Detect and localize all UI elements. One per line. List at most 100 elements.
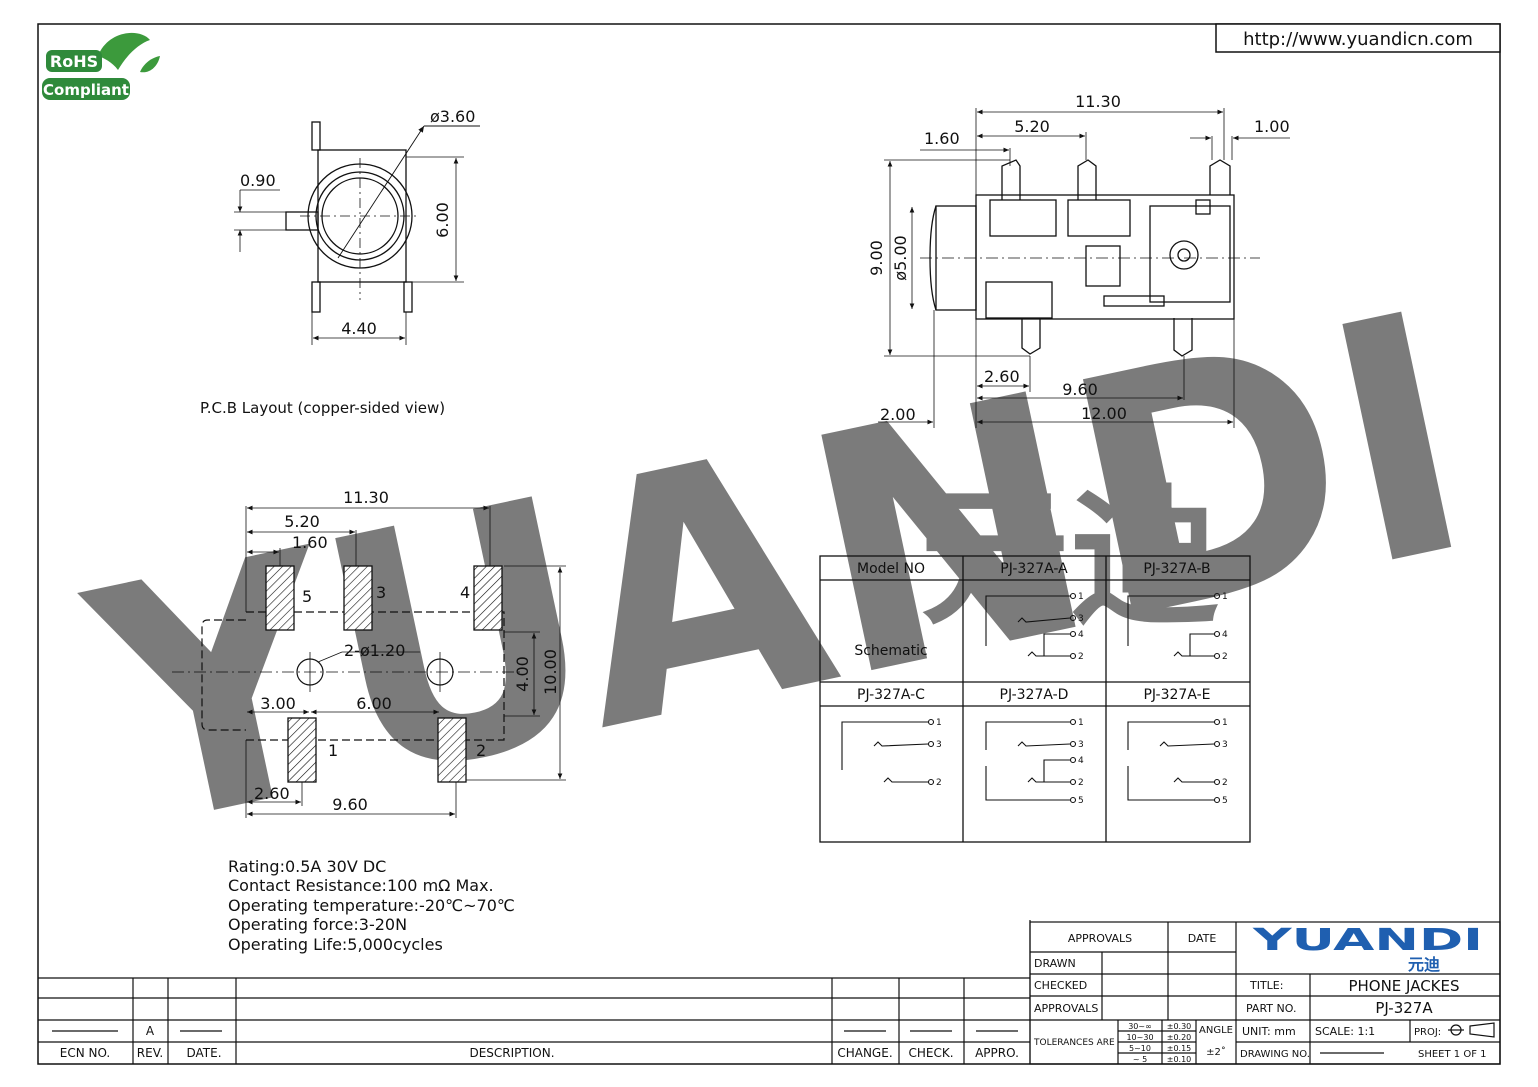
sheet-border (37, 23, 1501, 1065)
pin-label-1: 1 (328, 741, 338, 760)
pcb-dim-9-60: 9.60 (332, 795, 368, 814)
spec-force: Operating force:3-20N (228, 915, 407, 934)
e-pin-1: 1 (1222, 718, 1228, 728)
c-pin-3: 3 (936, 740, 942, 750)
tol-value-3: ±0.15 (1167, 1044, 1192, 1053)
dim-2-60: 2.60 (984, 367, 1020, 386)
dim-12-00: 12.00 (1081, 404, 1127, 423)
spec-temperature: Operating temperature:-20℃~70℃ (228, 896, 515, 915)
rohs-top-text: RoHS (50, 52, 98, 71)
pcb-dim-6-00: 6.00 (356, 694, 392, 713)
e-pin-5: 5 (1222, 796, 1228, 806)
pad-5 (265, 565, 295, 631)
sheet-label: SHEET 1 OF 1 (1418, 1049, 1487, 1060)
title-label: TITLE: (1249, 979, 1283, 992)
url-text: http://www.yuandicn.com (1243, 29, 1473, 50)
tol-range-2: 10~30 (1126, 1033, 1153, 1042)
pcb-dim-10-00: 10.00 (541, 649, 560, 695)
spec-resistance: Contact Resistance:100 mΩ Max. (228, 876, 494, 895)
dim-1-00: 1.00 (1254, 117, 1290, 136)
appro-header: APPRO. (975, 1046, 1019, 1060)
side-view-labels: 11.30 5.20 1.60 1.00 9.00 ø5.00 2.60 9.6… (867, 92, 1290, 424)
pcb-caption: P.C.B Layout (copper-sided view) (200, 399, 445, 417)
dim-5-00: ø5.00 (891, 235, 910, 280)
pad-1 (287, 717, 317, 783)
url-box: http://www.yuandicn.com (1215, 23, 1501, 53)
model-d: PJ-327A-D (1000, 687, 1069, 703)
rev-header: REV. (137, 1046, 163, 1060)
model-c: PJ-327A-C (857, 687, 925, 703)
ecn-header: ECN NO. (60, 1046, 111, 1060)
front-view (234, 121, 480, 345)
tol-value-4: ±0.10 (1167, 1055, 1192, 1064)
tol-range-4: ~ 5 (1133, 1055, 1147, 1064)
proj-label: PROJ: (1414, 1027, 1441, 1038)
dim-9-60: 9.60 (1062, 380, 1098, 399)
rohs-logo: RoHS Compliant (42, 32, 160, 100)
d-pin-4: 4 (1078, 756, 1084, 766)
dim-2-00: 2.00 (880, 405, 916, 424)
title-block (1029, 921, 1501, 1065)
pcb-dim-4-00: 4.00 (513, 656, 532, 692)
a-pin-3: 3 (1078, 614, 1084, 624)
dim-height: 6.00 (433, 202, 452, 238)
spec-life: Operating Life:5,000cycles (228, 935, 443, 954)
c-pin-2: 2 (936, 778, 942, 788)
description-header: DESCRIPTION. (469, 1046, 554, 1060)
pad-3 (343, 565, 373, 631)
d-pin-3: 3 (1078, 740, 1084, 750)
title-block-labels: APPROVALS DATE DRAWN CHECKED APPROVALS T… (1033, 923, 1487, 1064)
schematic-label: Schematic (854, 643, 927, 659)
leaf-icon (98, 32, 150, 70)
model-table-labels: Model NO PJ-327A-A PJ-327A-B Schematic P… (854, 561, 1210, 703)
approvals-header: APPROVALS (1068, 932, 1132, 945)
checked-label: CHECKED (1034, 979, 1087, 992)
dim-width: 4.40 (341, 319, 377, 338)
pcb-dim-3-00: 3.00 (260, 694, 296, 713)
schematic-pin-labels: 1 3 4 2 1 4 2 1 3 2 1 3 4 2 5 1 3 2 5 (936, 592, 1228, 806)
dim-pin: 0.90 (240, 171, 276, 190)
pcb-dim-holes: 2-ø1.20 (344, 641, 405, 660)
side-view (878, 108, 1290, 428)
e-pin-2: 2 (1222, 778, 1228, 788)
revision-labels: A ECN NO. REV. DATE. DESCRIPTION. CHANGE… (60, 1024, 1019, 1060)
drawn-label: DRAWN (1034, 957, 1076, 970)
dim-9-00: 9.00 (867, 240, 886, 276)
pad-2 (437, 717, 467, 783)
company-logo: YUANDI (1251, 923, 1483, 958)
tol-value-1: ±0.30 (1167, 1022, 1192, 1031)
d-pin-5: 5 (1078, 796, 1084, 806)
pin-label-4: 4 (460, 583, 470, 602)
scale-label: SCALE: 1:1 (1315, 1025, 1375, 1038)
front-view-labels: ø3.60 0.90 6.00 4.40 (240, 107, 475, 338)
angle-value: ±2˚ (1206, 1046, 1226, 1058)
dim-5-20: 5.20 (1014, 117, 1050, 136)
unit-label: UNIT: mm (1242, 1025, 1296, 1038)
model-b: PJ-327A-B (1143, 561, 1210, 577)
rev-value: A (146, 1024, 155, 1038)
part-value: PJ-327A (1375, 999, 1433, 1017)
watermark-cn: 元迪 (920, 472, 1220, 646)
tolerances-label: TOLERANCES ARE (1033, 1038, 1115, 1048)
b-pin-1: 1 (1222, 592, 1228, 602)
company-logo-cn: 元迪 (1408, 955, 1440, 974)
pcb-dim-11-30: 11.30 (343, 488, 389, 507)
spec-rating: Rating:0.5A 30V DC (228, 857, 386, 876)
dim-total: 11.30 (1075, 92, 1121, 111)
a-pin-1: 1 (1078, 592, 1084, 602)
d-pin-1: 1 (1078, 718, 1084, 728)
model-a: PJ-327A-A (1000, 561, 1068, 577)
pcb-dim-1-60: 1.60 (292, 533, 328, 552)
leaf-small-icon (140, 56, 160, 73)
pcb-labels: 11.30 5.20 1.60 2-ø1.20 4.00 10.00 3.00 … (254, 488, 560, 814)
schematics (841, 592, 1221, 804)
tol-range-1: 30~∞ (1128, 1022, 1152, 1031)
pin-label-2: 2 (476, 741, 486, 760)
tol-value-2: ±0.20 (1167, 1033, 1192, 1042)
angle-label: ANGLE (1199, 1025, 1233, 1036)
pcb-layout (172, 505, 566, 818)
check-header: CHECK. (908, 1046, 953, 1060)
change-header: CHANGE. (837, 1046, 892, 1060)
e-pin-3: 3 (1222, 740, 1228, 750)
